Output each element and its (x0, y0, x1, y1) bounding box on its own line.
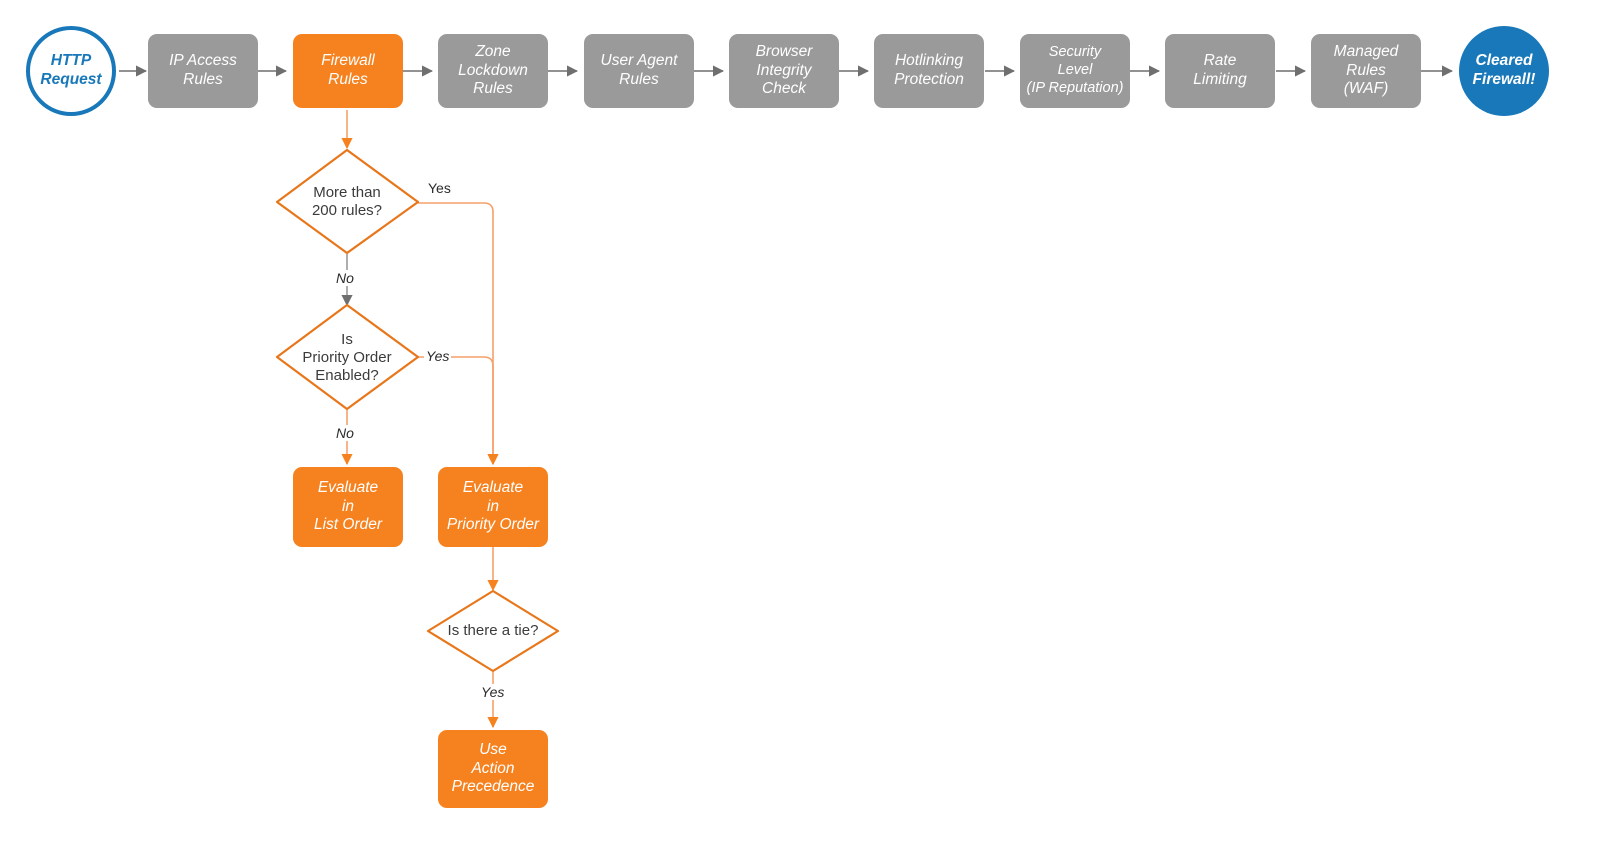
edge-label-no-more-than-200: No (334, 270, 356, 286)
edge-label-yes-is-there-a-tie: Yes (479, 684, 507, 700)
edge-label-yes-priority-order: Yes (424, 348, 452, 364)
edge-label-no-priority-order: No (334, 425, 356, 441)
decision-is-there-a-tie[interactable]: Is there a tie? (428, 615, 558, 647)
edge-label-yes-more-than-200: Yes (426, 180, 453, 196)
decision-is-there-a-tie-label: Is there a tie? (447, 621, 539, 639)
